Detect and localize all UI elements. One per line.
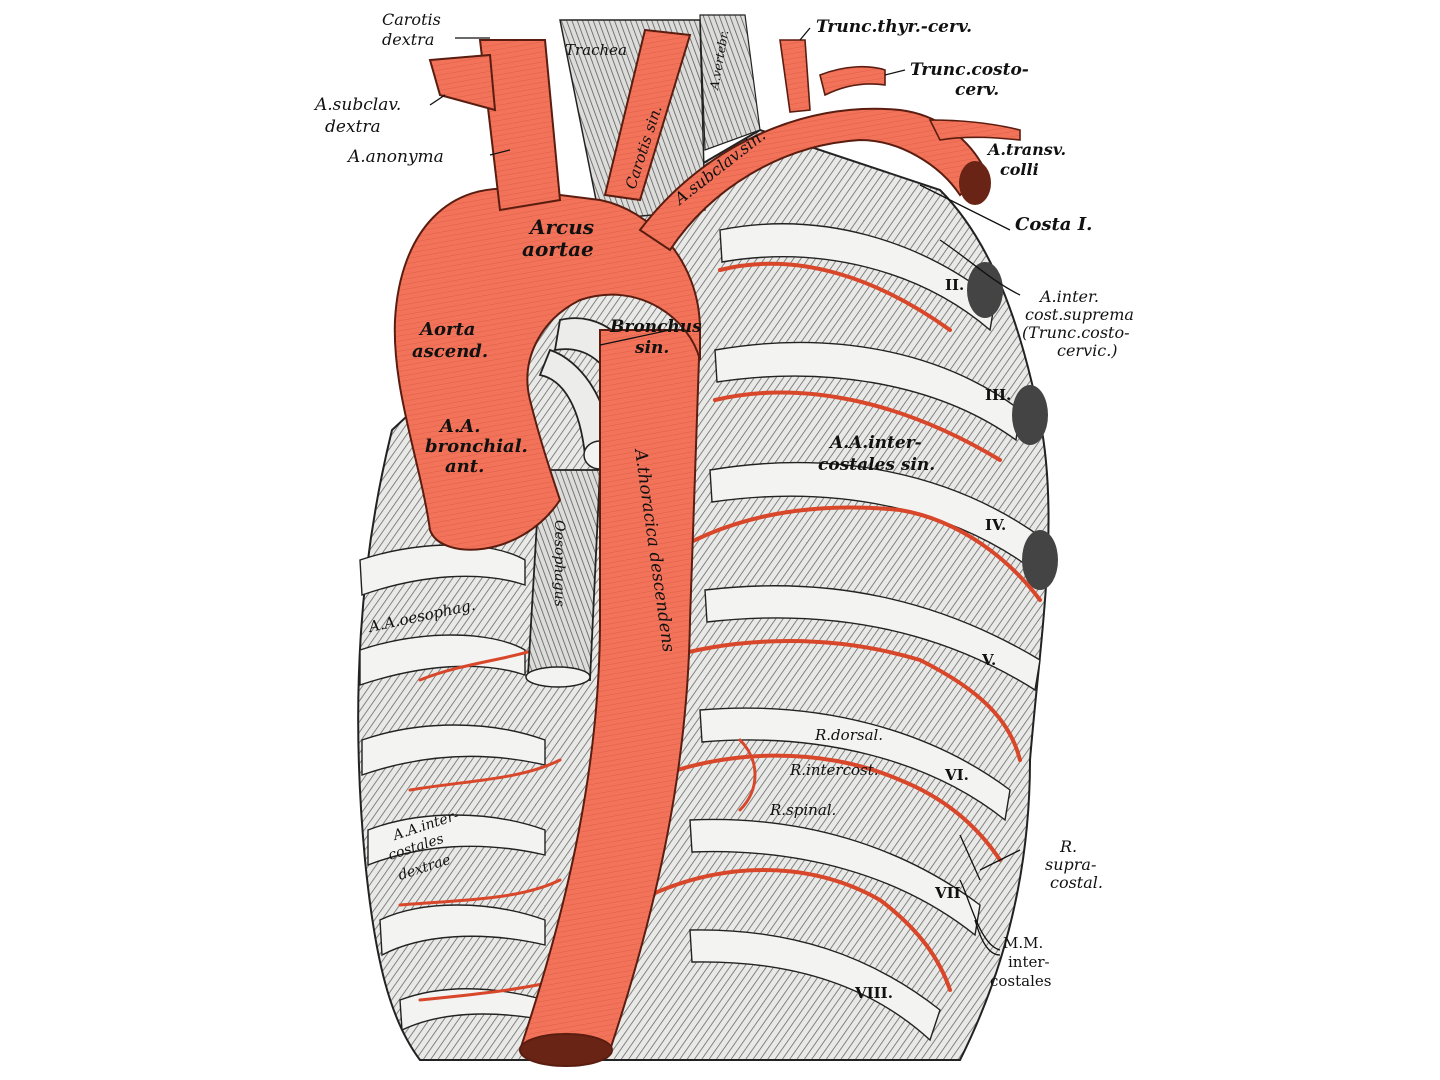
label-trachea: Trachea [565,41,627,59]
label-rib-iii: III. [985,386,1011,404]
label-bronchus-sin-1: Bronchus [609,317,702,337]
label-rib-v: V. [981,651,996,669]
vertebral-artery-region [699,14,761,151]
label-mm-intercostales-2: inter- [1008,953,1050,971]
label-aa-intercostales-sin-2: costales sin. [818,455,935,475]
label-r-intercost: R.intercost. [789,761,879,779]
oesophagus [525,469,601,688]
label-a-subclav-dextra-1: A.subclav. [313,95,401,115]
ribs-right-side [359,544,546,1032]
intercostal-arteries [398,261,1042,1002]
label-r-supracostal-3: costal. [1050,873,1103,892]
label-mm-intercostales-3: costales [990,972,1051,990]
label-carotis-dextra-2: dextra [382,30,434,49]
label-r-dorsal: R.dorsal. [814,726,883,744]
leader-lines [429,27,1021,956]
label-costa-i: Costa I. [1015,214,1092,235]
aorta-and-great-vessels [393,28,1021,1067]
label-r-supracostal-2: supra- [1045,855,1096,874]
label-rib-ii: II. [945,276,964,294]
label-aorta-ascend-1: Aorta [418,319,475,340]
label-aa-bronchial-1: A.A. [438,416,480,437]
label-a-transv-colli-1: A.transv. [986,140,1066,159]
label-aa-bronchial-3: ant. [445,456,484,477]
ribs-left-side [689,223,1058,1042]
label-a-subclav-dextra-2: dextra [325,117,381,137]
label-mm-intercostales-1: M.M. [1003,934,1043,952]
label-bronchus-sin-2: sin. [634,338,669,358]
label-a-anonyma: A.anonyma [346,147,444,167]
label-aa-intercostales-sin-1: A.A.inter- [828,433,922,453]
label-rib-viii: VIII. [854,984,893,1002]
label-a-inter-cost-3: (Trunc.costo- [1022,323,1130,342]
label-trunc-thyr-cerv: Trunc.thyr.-cerv. [816,17,972,37]
label-a-inter-cost-2: cost.suprema [1025,305,1134,324]
label-a-inter-cost-4: cervic.) [1057,341,1118,360]
label-r-supracostal-1: R. [1059,837,1077,856]
label-arcus-aortae-2: aortae [522,237,594,261]
label-a-transv-colli-2: colli [1000,160,1039,179]
label-rib-vii: VII [934,884,961,902]
label-r-spinal: R.spinal. [769,801,836,819]
label-arcus-aortae-1: Arcus [528,215,594,239]
label-a-inter-cost-1: A.inter. [1038,287,1099,306]
label-trunc-costo-cerv-1: Trunc.costo- [910,60,1029,80]
label-aorta-ascend-2: ascend. [412,341,488,362]
label-aa-bronchial-2: bronchial. [425,436,528,457]
label-carotis-dextra-1: Carotis [382,10,441,29]
label-trunc-costo-cerv-2: cerv. [955,80,999,100]
label-rib-vi: VI. [944,766,969,784]
label-rib-iv: IV. [985,516,1006,534]
label-oesophagus: Oesophagus [551,520,567,607]
